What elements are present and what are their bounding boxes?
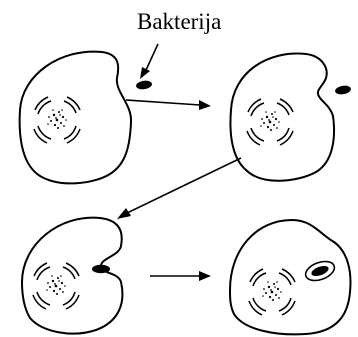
cell-membrane xyxy=(20,52,131,184)
label-pointer-arrow xyxy=(146,44,158,70)
bacterium xyxy=(334,84,351,95)
arrow-2-to-3-head xyxy=(117,208,131,219)
bacterium-label: Bakterija xyxy=(137,9,221,34)
arrow-1-to-2-head xyxy=(199,100,211,110)
arrow-2-to-3 xyxy=(127,158,241,213)
stage-1-approach xyxy=(20,52,153,184)
bacterium xyxy=(135,80,152,91)
stage-4-vacuole xyxy=(230,220,350,334)
cell-membrane xyxy=(230,54,334,181)
arrow-3-to-4-head xyxy=(199,271,211,281)
label-pointer-arrowhead xyxy=(140,67,150,79)
bacterium xyxy=(92,265,110,273)
stage-3-engulfing xyxy=(22,218,122,334)
arrow-1-to-2 xyxy=(126,100,200,105)
cell-membrane xyxy=(22,218,122,334)
stage-2-indentation xyxy=(230,54,351,181)
cell-membrane xyxy=(230,220,350,334)
